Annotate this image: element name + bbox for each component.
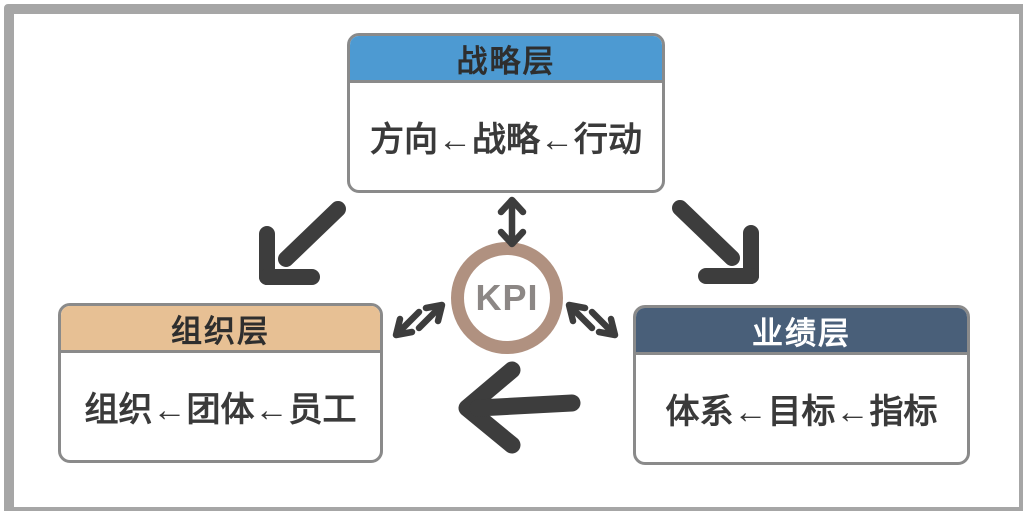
performance-to-organization-arrow-icon bbox=[452, 358, 584, 454]
kpi-performance-doublearrow-icon bbox=[562, 290, 622, 350]
organization-box-header: 组织层 bbox=[61, 306, 380, 353]
kpi-strategy-doublearrow-icon bbox=[492, 193, 532, 251]
performance-box-title: 业绩层 bbox=[752, 315, 851, 351]
kpi-organization-doublearrow-icon bbox=[389, 290, 449, 350]
strategy-box-header: 战略层 bbox=[350, 36, 662, 83]
performance-box-header: 业绩层 bbox=[636, 308, 967, 355]
strategy-to-performance-arrow-icon bbox=[666, 195, 768, 292]
kpi-label: KPI bbox=[475, 277, 539, 318]
organization-box: 组织层 组织←团体←员工 bbox=[58, 303, 383, 463]
strategy-box: 战略层 方向←战略←行动 bbox=[347, 33, 665, 193]
strategy-to-organization-arrow-icon bbox=[250, 196, 352, 293]
strategy-box-title: 战略层 bbox=[456, 43, 556, 79]
strategy-box-content: 方向←战略←行动 bbox=[370, 121, 642, 159]
organization-box-content: 组织←团体←员工 bbox=[84, 391, 357, 429]
performance-box: 业绩层 体系←目标←指标 bbox=[633, 305, 970, 465]
performance-box-content: 体系←目标←指标 bbox=[665, 393, 938, 431]
organization-box-title: 组织层 bbox=[171, 313, 270, 349]
kpi-circle: KPI bbox=[451, 242, 563, 354]
